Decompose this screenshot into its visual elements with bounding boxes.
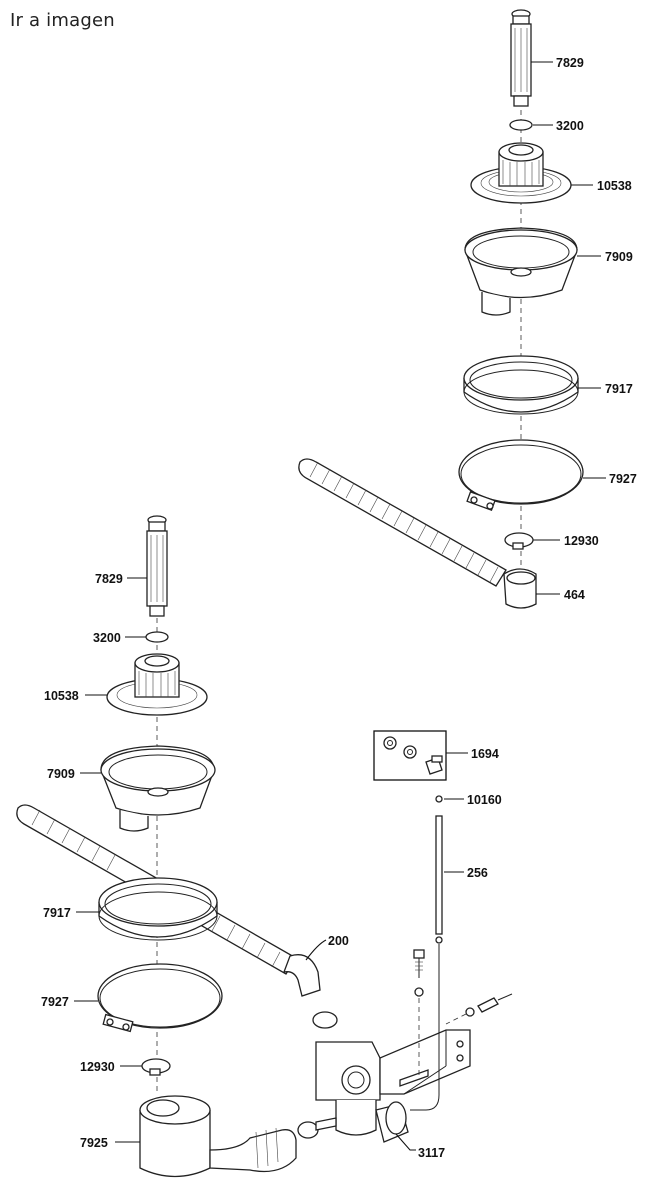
- label-lower-3200: 3200: [93, 631, 121, 645]
- lower-clamp-part: [97, 963, 223, 1033]
- label-lower-3117: 3117: [418, 1146, 445, 1160]
- lower-bracket-part: [379, 1029, 471, 1095]
- lower-trap-part: [139, 1095, 297, 1178]
- label-upper-12930: 12930: [564, 534, 599, 548]
- label-upper-7927: 7927: [609, 472, 637, 486]
- label-lower-12930: 12930: [80, 1060, 115, 1074]
- upper-tailpiece-part: [503, 568, 537, 609]
- lower-stem-part: [146, 515, 168, 617]
- lower-screws: [413, 949, 513, 1080]
- image-link[interactable]: Ir a imagen: [10, 10, 115, 31]
- valve-clamp-upper: [312, 1011, 338, 1029]
- lower-valve-housing-part: [315, 1041, 409, 1143]
- valve-clamp-lower: [297, 1121, 319, 1139]
- lower-oring-part: [145, 631, 169, 643]
- label-lower-7909: 7909: [47, 767, 75, 781]
- lower-washer-part: [435, 795, 443, 803]
- upper-body-part: [464, 227, 578, 316]
- label-lower-200: 200: [328, 934, 349, 948]
- upper-gasket-part: [463, 355, 579, 415]
- label-upper-7909: 7909: [605, 250, 633, 264]
- upper-stem-part: [510, 9, 532, 107]
- label-lower-7917: 7917: [43, 906, 71, 920]
- lower-body-part: [100, 745, 216, 832]
- label-upper-3200: 3200: [556, 119, 584, 133]
- upper-basket-part: [470, 142, 572, 204]
- upper-hose-clamp-part: [504, 532, 534, 550]
- label-lower-7925: 7925: [80, 1136, 108, 1150]
- label-lower-7829: 7829: [95, 572, 123, 586]
- label-lower-10160: 10160: [467, 793, 502, 807]
- label-upper-464: 464: [564, 588, 585, 602]
- upper-callouts: 7829 3200 10538 7909 7917 7927 12930 464: [531, 56, 637, 602]
- label-upper-7829: 7829: [556, 56, 584, 70]
- lower-gasket-part: [98, 877, 218, 941]
- label-lower-7927: 7927: [41, 995, 69, 1009]
- upper-clamp-part: [458, 439, 584, 511]
- lower-elbow-hose-part: [282, 954, 321, 997]
- lower-handle-kit-part: [373, 730, 447, 781]
- label-upper-10538: 10538: [597, 179, 632, 193]
- lower-rod-part: [410, 815, 443, 1111]
- lower-callouts: 7829 3200 10538 7909 7917 7927 12930 792…: [41, 572, 502, 1160]
- label-lower-1694: 1694: [471, 747, 499, 761]
- lower-basket-part: [106, 653, 208, 716]
- lower-hose-clamp-part: [141, 1058, 171, 1076]
- upper-assembly: 7829 3200 10538 7909 7917 7927 12930 464: [298, 9, 637, 609]
- label-lower-256: 256: [467, 866, 488, 880]
- label-upper-7917: 7917: [605, 382, 633, 396]
- upper-oring-part: [509, 119, 533, 131]
- lower-assembly: 7829 3200 10538 7909 7917 7927 12930 792…: [16, 515, 513, 1178]
- label-lower-10538: 10538: [44, 689, 79, 703]
- upper-hose-part: [298, 458, 507, 587]
